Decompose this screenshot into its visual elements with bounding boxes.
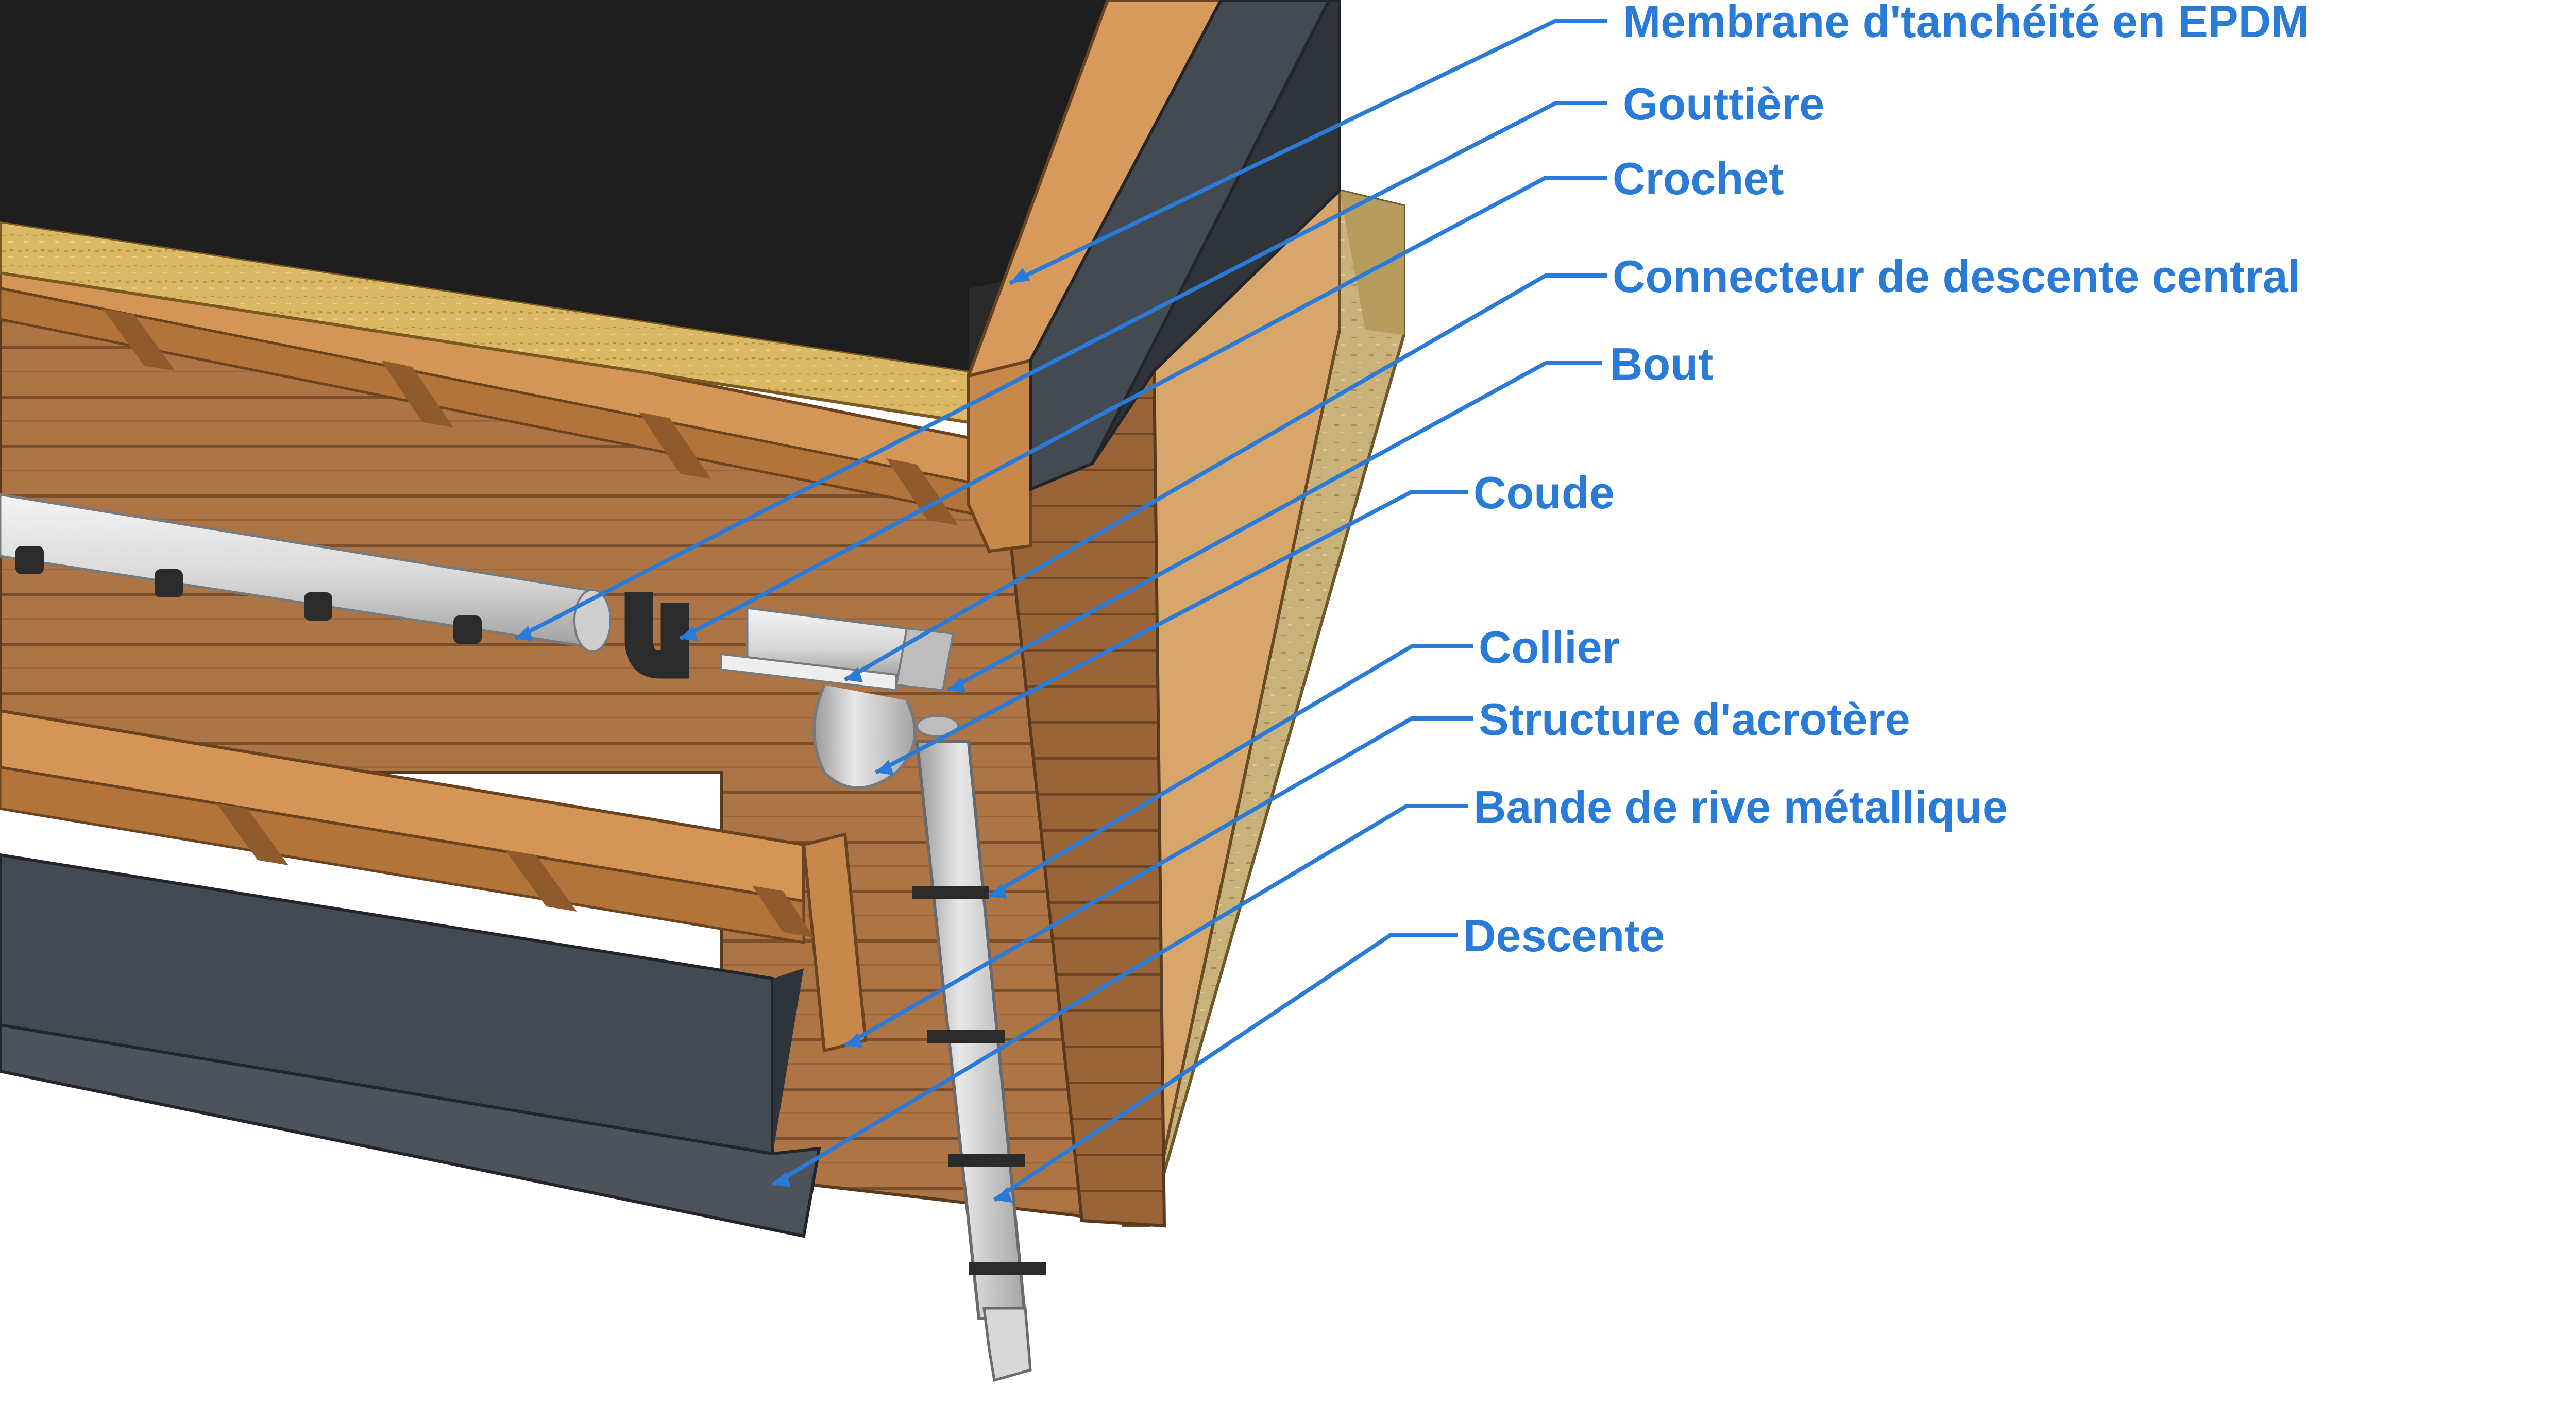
label-collier: Collier xyxy=(1479,622,1620,673)
downpipe xyxy=(912,740,1046,1382)
lower-acrotere-structure xyxy=(0,709,868,1053)
leader-lines xyxy=(514,19,1607,1202)
leader-descente xyxy=(993,933,1458,1202)
gutter-hooks xyxy=(15,546,482,644)
callout-labels: Membrane d'tanchéité en EPDM Gouttière C… xyxy=(1463,0,2309,961)
leader-membrane xyxy=(1009,19,1607,285)
label-structure: Structure d'acrotère xyxy=(1479,694,1910,745)
label-bande: Bande de rive métallique xyxy=(1473,781,2008,832)
gutter xyxy=(0,493,612,653)
leader-structure xyxy=(844,716,1473,1048)
label-membrane: Membrane d'tanchéité en EPDM xyxy=(1623,0,2309,47)
leader-gouttiere xyxy=(514,101,1607,641)
label-crochet: Crochet xyxy=(1613,153,1784,204)
pipe-collars xyxy=(912,886,1046,1275)
leader-collier xyxy=(988,644,1473,898)
metal-edge-flashing-top xyxy=(1029,0,1341,492)
elbow-fitting xyxy=(812,684,959,790)
label-bout: Bout xyxy=(1610,338,1713,389)
cladding-wall xyxy=(0,281,1166,1228)
metal-edge-flashing-lower xyxy=(0,853,821,1238)
leader-bout xyxy=(947,361,1602,692)
leader-crochet xyxy=(679,176,1607,641)
leader-arrowheads xyxy=(515,268,1030,1203)
label-connecteur: Connecteur de descente central xyxy=(1613,251,2300,302)
leader-connecteur xyxy=(844,273,1607,682)
label-descente: Descente xyxy=(1463,910,1665,961)
label-gouttiere: Gouttière xyxy=(1623,78,1824,129)
leader-bande xyxy=(771,804,1468,1187)
label-coude: Coude xyxy=(1473,467,1615,518)
crochet-hook xyxy=(624,592,689,679)
leader-coude xyxy=(875,490,1468,775)
